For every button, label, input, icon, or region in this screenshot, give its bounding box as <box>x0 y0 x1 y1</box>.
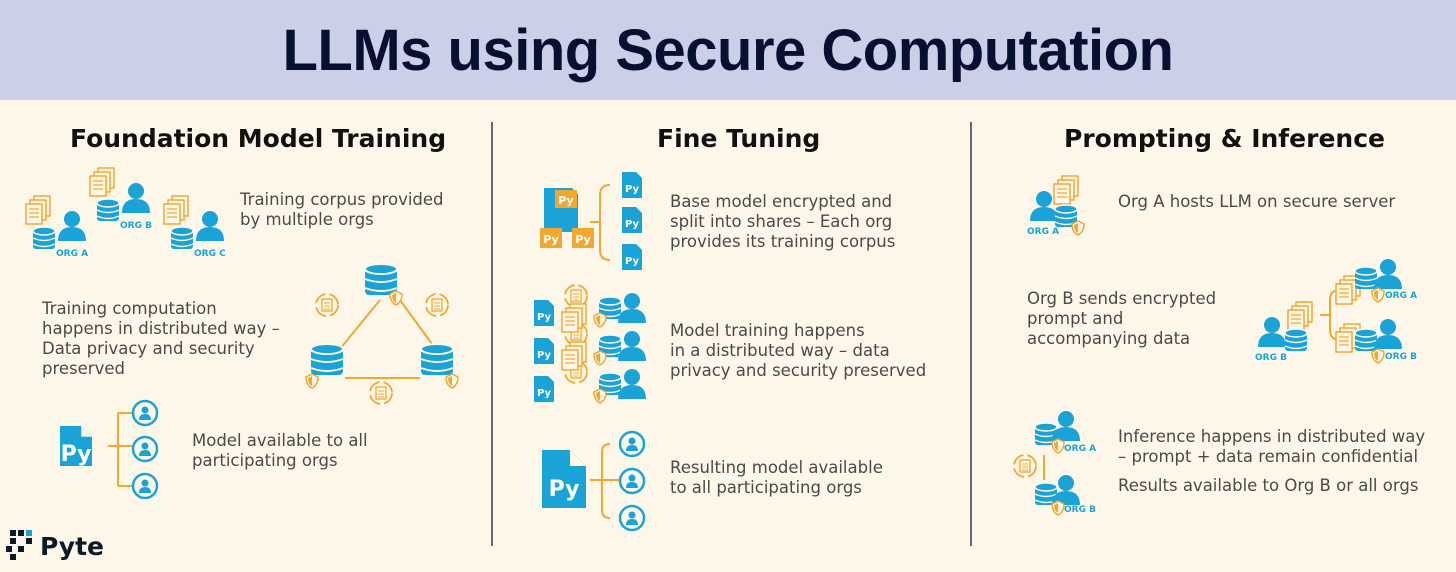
database-icon <box>1284 328 1308 352</box>
person-circle-icon <box>131 435 159 463</box>
person-icon <box>58 211 86 241</box>
org-a-label: ORG A <box>1064 444 1096 454</box>
shield-icon <box>1371 348 1385 364</box>
document-stack-icon <box>25 195 51 225</box>
shield-icon <box>593 350 607 366</box>
shield-icon <box>593 388 607 404</box>
heading-foundation-training: Foundation Model Training <box>70 124 447 153</box>
database-icon <box>364 263 398 296</box>
database-icon <box>32 226 56 250</box>
org-b-sends: ORG B ORG A ORG B <box>1255 259 1417 364</box>
person-icon <box>1374 319 1402 349</box>
database-icon <box>96 198 120 222</box>
sync-document-icon <box>369 381 393 405</box>
step-inference-distributed: Inference happens in distributed way – p… <box>1118 427 1426 466</box>
step-base-model-encrypted: Base model encrypted and split into shar… <box>670 192 896 251</box>
person-icon <box>1258 317 1286 347</box>
org-b-label: ORG B <box>1255 353 1287 363</box>
database-icon <box>420 343 454 376</box>
column-divider-1 <box>491 122 493 546</box>
document-stack-icon <box>561 341 587 371</box>
brand-name: Pyte <box>40 531 104 561</box>
person-icon <box>618 293 646 323</box>
person-circle-icon <box>618 504 646 532</box>
org-c-group: ORG C <box>163 195 226 259</box>
org-b-group: ORG B <box>89 167 152 231</box>
step-distributed-computation: Training computation happens in distribu… <box>42 299 280 378</box>
org-c-label: ORG C <box>194 249 226 259</box>
py-label: Py <box>537 350 552 361</box>
database-icon <box>1354 266 1378 290</box>
step-org-a-hosts: Org A hosts LLM on secure server <box>1118 192 1396 211</box>
py-label: Py <box>575 233 590 246</box>
py-label: Py <box>543 233 558 246</box>
org-b-label: ORG B <box>1385 352 1417 362</box>
step-model-available: Model available to all participating org… <box>192 431 368 470</box>
database-icon <box>170 226 194 250</box>
document-stack-icon <box>1053 175 1079 205</box>
document-stack-icon <box>1287 301 1313 331</box>
person-icon <box>122 183 150 213</box>
pyte-logo: Pyte <box>6 530 104 562</box>
document-stack-icon <box>561 303 587 333</box>
py-label: Py <box>625 256 640 267</box>
heading-fine-tuning: Fine Tuning <box>657 124 821 153</box>
person-icon <box>618 369 646 399</box>
step-training-corpus: Training corpus provided by multiple org… <box>240 190 444 229</box>
shield-icon <box>445 373 459 389</box>
org-a-host: ORG A <box>1027 175 1085 237</box>
shield-icon <box>1071 220 1085 236</box>
database-icon <box>1354 328 1378 352</box>
shield-icon <box>593 312 607 328</box>
person-icon <box>196 211 224 241</box>
encrypted-shares: Py Py Py Py Py Py <box>540 172 642 270</box>
py-label: Py <box>61 442 92 467</box>
org-b-label: ORG B <box>1064 505 1096 515</box>
distributed-training-rows: Py Py Py <box>534 284 646 404</box>
step-results-available: Results available to Org B or all orgs <box>1118 476 1419 495</box>
sync-document-icon <box>315 293 339 317</box>
py-label: Py <box>625 184 640 195</box>
heading-prompting-inference: Prompting & Inference <box>1064 124 1385 153</box>
shield-icon <box>1371 287 1385 303</box>
step-model-training-distributed: Model training happens in a distributed … <box>670 321 927 380</box>
person-circle-icon <box>131 472 159 500</box>
org-b-label: ORG B <box>120 221 152 231</box>
page-title: LLMs using Secure Computation <box>282 17 1175 83</box>
model-distribution-2: Py <box>542 430 646 532</box>
person-circle-icon <box>131 399 159 427</box>
shield-icon <box>1051 438 1065 454</box>
sync-document-icon <box>425 293 449 317</box>
document-stack-icon <box>89 167 115 197</box>
py-label: Py <box>549 477 580 502</box>
py-label: Py <box>537 388 552 399</box>
title-banner: LLMs using Secure Computation <box>0 0 1456 100</box>
distributed-triangle <box>305 263 459 405</box>
sync-document-icon <box>1013 454 1037 478</box>
py-label: Py <box>625 219 640 230</box>
column-divider-2 <box>970 122 972 546</box>
person-circle-icon <box>618 430 646 458</box>
org-a-group: ORG A <box>25 195 88 259</box>
shield-icon <box>1051 500 1065 516</box>
document-stack-icon <box>163 195 189 225</box>
step-org-b-sends: Org B sends encrypted prompt and accompa… <box>1027 289 1217 348</box>
person-circle-icon <box>618 467 646 495</box>
py-label: Py <box>558 194 573 207</box>
org-a-label: ORG A <box>1385 291 1417 301</box>
model-distribution-1: Py <box>59 399 159 500</box>
shield-icon <box>389 290 403 306</box>
database-icon <box>310 343 344 376</box>
org-a-label: ORG A <box>56 249 88 259</box>
person-icon <box>1374 259 1402 289</box>
py-label: Py <box>537 312 552 323</box>
pyte-mark-icon <box>6 530 32 560</box>
person-icon <box>618 331 646 361</box>
org-a-label: ORG A <box>1027 227 1059 237</box>
shield-icon <box>305 373 319 389</box>
step-resulting-model: Resulting model available to all partici… <box>670 458 883 497</box>
distributed-inference: ORG A ORG B <box>1013 411 1096 516</box>
